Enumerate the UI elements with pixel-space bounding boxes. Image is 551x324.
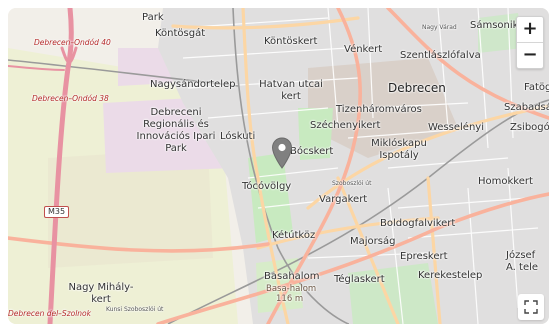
- place-label-venkert: Vénkert: [344, 44, 383, 55]
- place-label-wesselenyi: Wesselényi: [428, 122, 484, 133]
- place-label-szentlaszlofalva: Szentlászlófalva: [400, 50, 481, 61]
- place-label-tizenharomvaros: Tizenháromváros: [336, 104, 422, 115]
- hill-label-elevation: 116 m: [276, 294, 304, 304]
- place-label-szechenyikert: Széchenyikert: [310, 120, 381, 131]
- place-label-boldogfalvikert: Boldogfalvikert: [380, 218, 456, 229]
- place-label-fatoge: Fatöge: [524, 82, 549, 93]
- hill-label-name: Basa-halom: [266, 284, 317, 294]
- place-label-nagy-mihaly-kert: Nagy Mihály-kert: [68, 282, 134, 305]
- road-shield-m35: M35: [44, 206, 70, 218]
- place-label-epreskert: Epreskert: [400, 251, 448, 262]
- place-label-bocskert: Bócskert: [290, 146, 334, 157]
- map-base-layer: [8, 8, 549, 324]
- street-label-szoboszloi: Szoboszlói út: [332, 180, 372, 187]
- fullscreen-button[interactable]: [518, 294, 544, 320]
- place-label-ketutkoz: Kétútköz: [272, 230, 316, 241]
- place-label-debrecen: Debrecen: [388, 81, 446, 95]
- expand-icon: [524, 300, 538, 314]
- place-label-kontoskert: Köntöskert: [264, 36, 318, 47]
- place-label-jozsef-a-tele: József A. tele: [506, 250, 539, 273]
- zoom-out-button[interactable]: −: [517, 42, 543, 68]
- place-label-kerekestelep: Kerekestelep: [418, 270, 483, 281]
- street-label-kunsi: Kunsi Szoboszlói út: [106, 306, 164, 313]
- road-label-40: Debrecen–Ondód 40: [34, 38, 111, 47]
- place-label-samsonikert: Sámsonikert: [470, 20, 533, 31]
- place-label-nagysandortelep: Nagysándortelep: [150, 79, 236, 90]
- location-pin-icon[interactable]: [271, 137, 293, 169]
- place-label-regionalis: Debreceni Regionális és Innovációs Ipari…: [136, 107, 216, 154]
- place-label-szabadsag: Szabadság: [504, 102, 549, 113]
- place-label-basahalom: Basahalom: [264, 271, 320, 282]
- place-label-majorsag: Majorság: [350, 236, 396, 247]
- place-label-loskuti: Lóskuti: [220, 131, 256, 142]
- place-label-kontosgat: Köntösgát: [155, 28, 206, 39]
- street-label-nagy-varad: Nagy Várad: [422, 24, 457, 31]
- place-label-miklos-ispotaly: Miklóskapu Ispotály: [371, 138, 427, 161]
- place-label-tocovolgy: Tócóvölgy: [242, 181, 292, 192]
- place-label-homokkert: Homokkert: [478, 176, 533, 187]
- road-label-szolnok: Debrecen del–Szolnok: [8, 309, 91, 318]
- place-label-teglaskert: Téglaskert: [334, 274, 385, 285]
- map-viewport[interactable]: Debrecen–Ondód 40 Debrecen–Ondód 38 M35 …: [8, 8, 549, 324]
- zoom-control: + −: [516, 16, 544, 69]
- place-label-vargakert: Vargakert: [319, 194, 368, 205]
- place-label-park: Park: [142, 12, 164, 23]
- place-label-zsibogo: Zsibogó: [510, 122, 549, 133]
- zoom-in-button[interactable]: +: [522, 18, 538, 39]
- place-label-hatvan-utcai-kert: Hatvan utcai kert: [259, 79, 323, 102]
- road-label-38: Debrecen–Ondód 38: [32, 94, 109, 103]
